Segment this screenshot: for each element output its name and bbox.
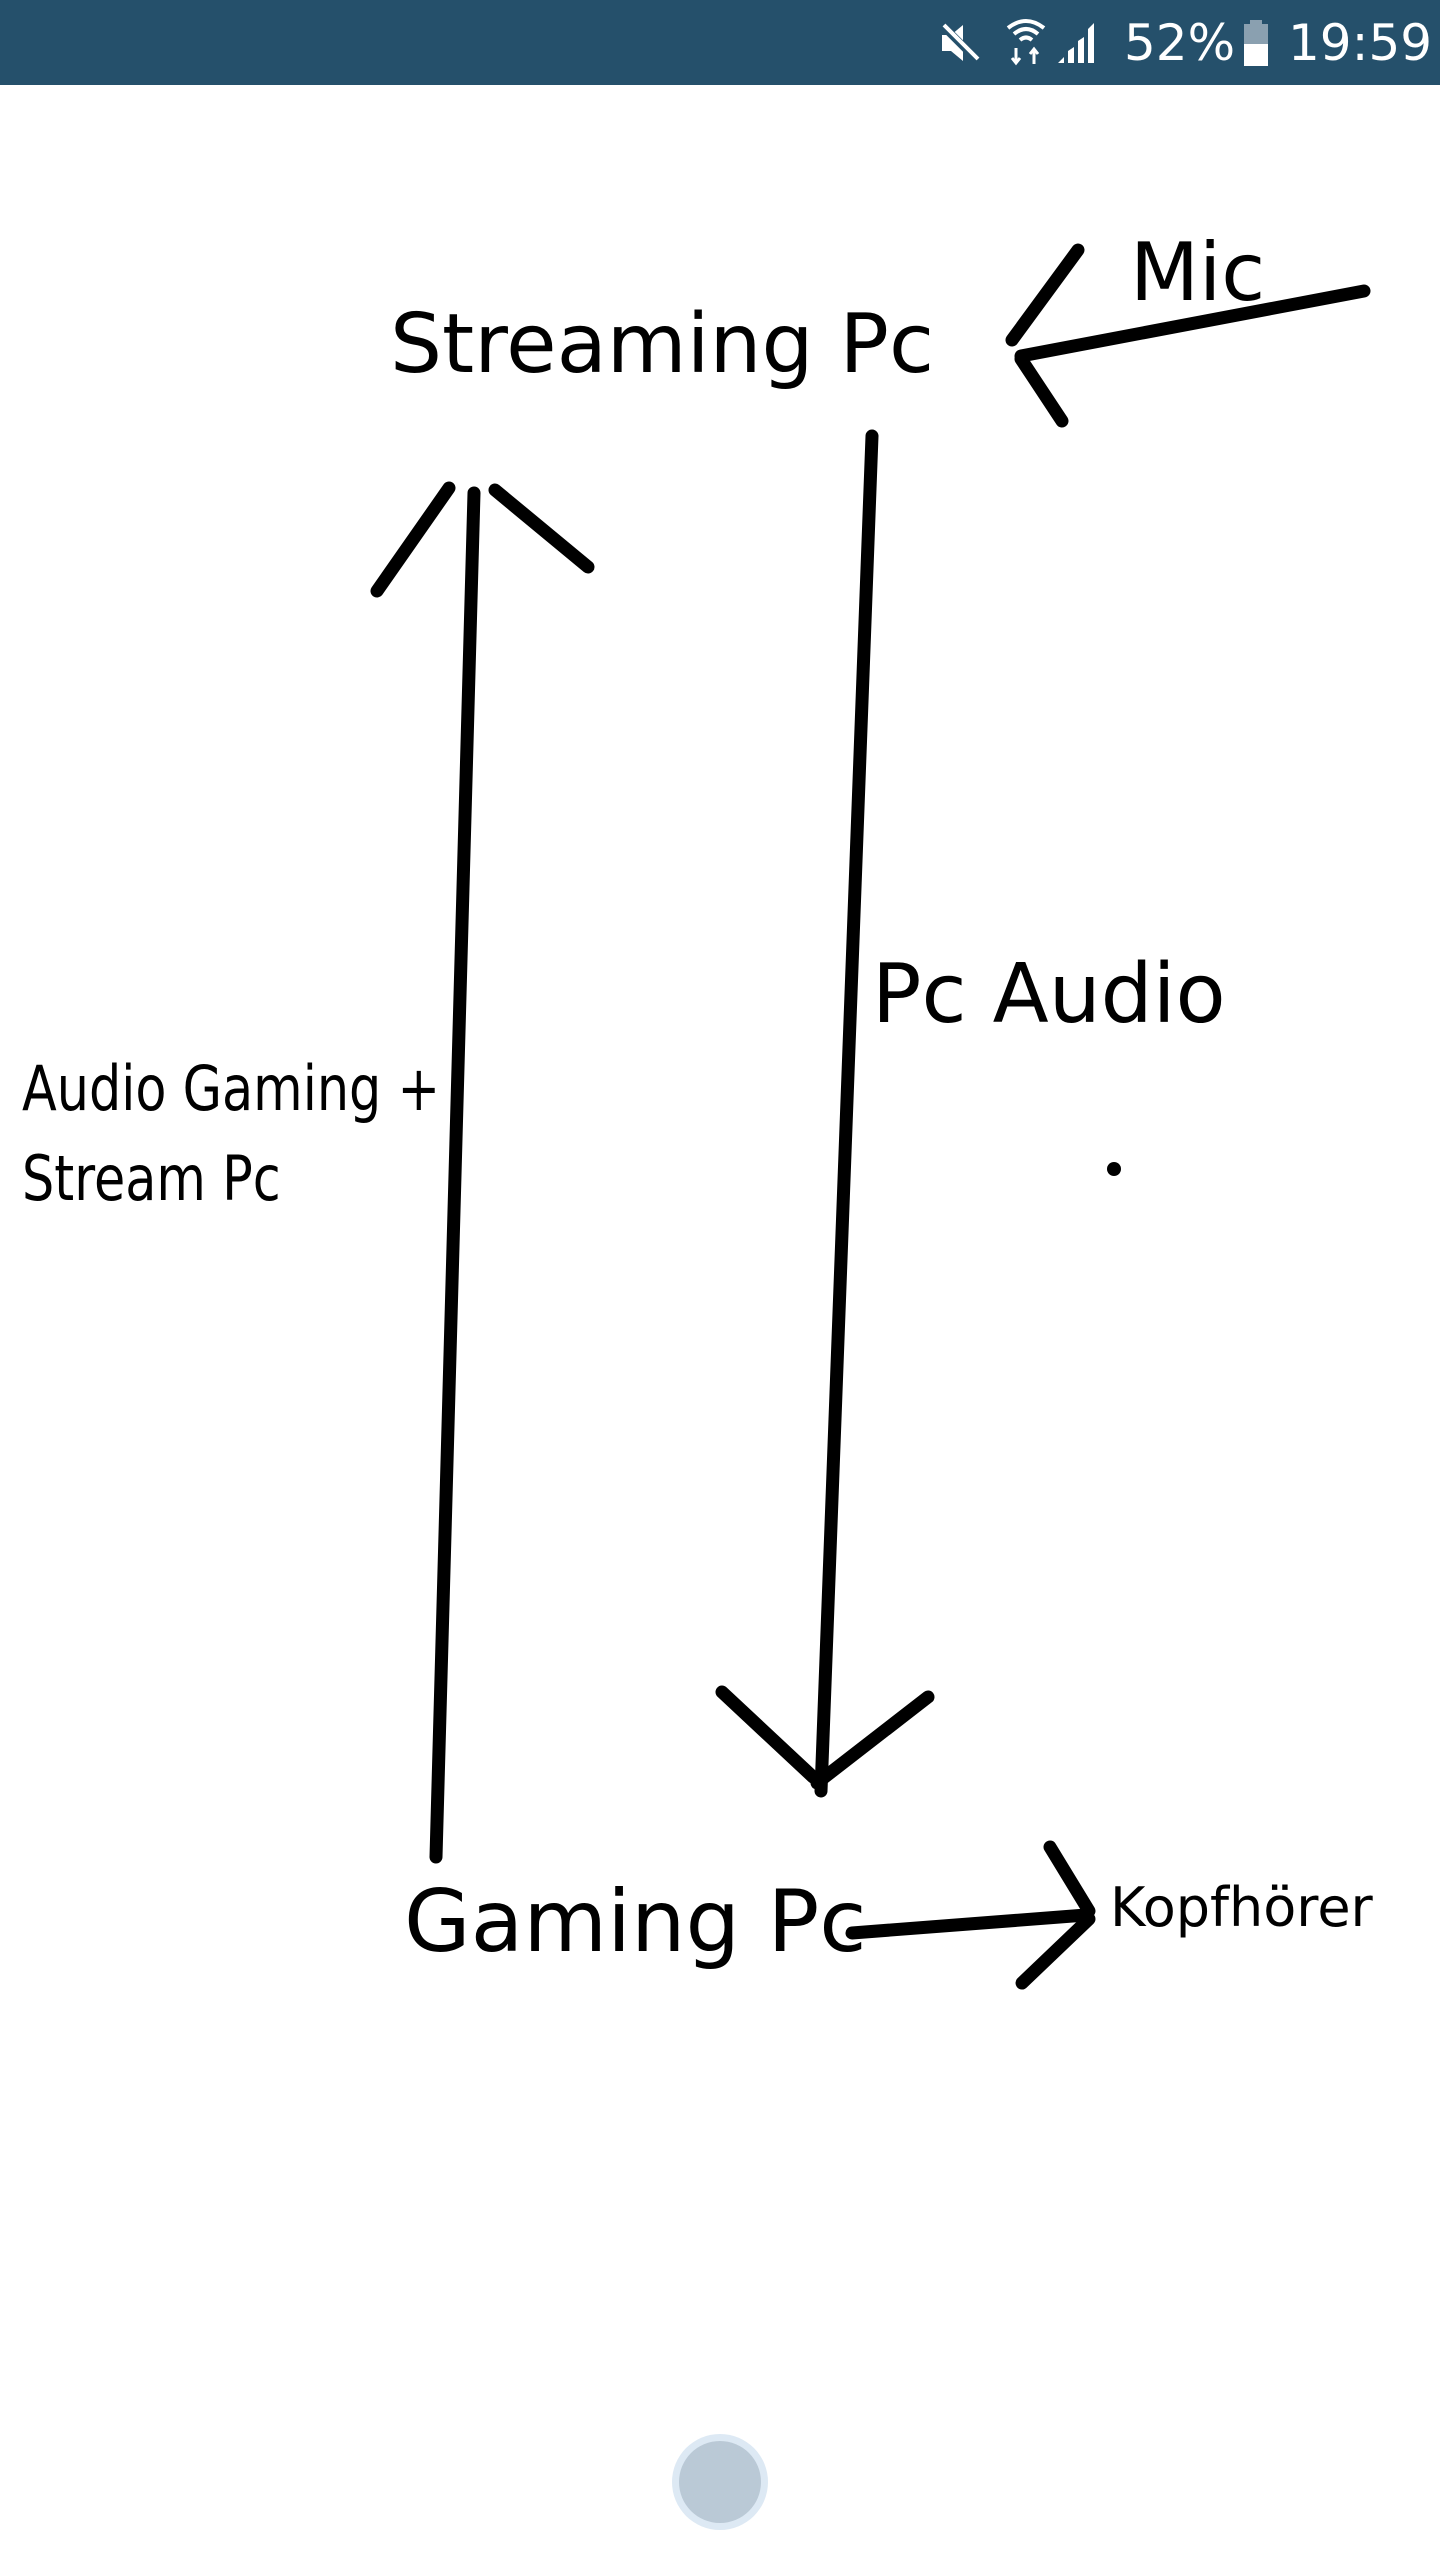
up-arrow [370,481,595,1864]
wifi-icon [1006,0,1046,85]
home-button[interactable] [672,2434,768,2530]
down-arrow [715,429,935,1798]
home-button-inner [679,2441,761,2523]
audio-gaming-label: Audio Gaming + [22,1053,440,1125]
battery-icon [1242,0,1270,85]
clock: 19:59 [1288,13,1433,72]
headphones-arrow [845,1840,1096,1990]
mic-arrow [1005,243,1371,428]
stream-pc-label: Stream Pc [22,1143,281,1215]
status-bar: 52% 19:59 [0,0,1440,85]
battery-percent: 52% [1124,13,1236,72]
kopfhoerer-label: Kopfhörer [1110,1876,1374,1939]
pc-audio-label: Pc Audio [872,947,1226,1042]
streaming-pc-label: Streaming Pc [390,297,934,392]
mic-label: Mic [1130,226,1265,319]
gaming-pc-label: Gaming Pc [404,1872,867,1972]
mute-icon [938,0,982,85]
signal-icon [1056,0,1098,85]
dot-mark [1107,1162,1121,1176]
